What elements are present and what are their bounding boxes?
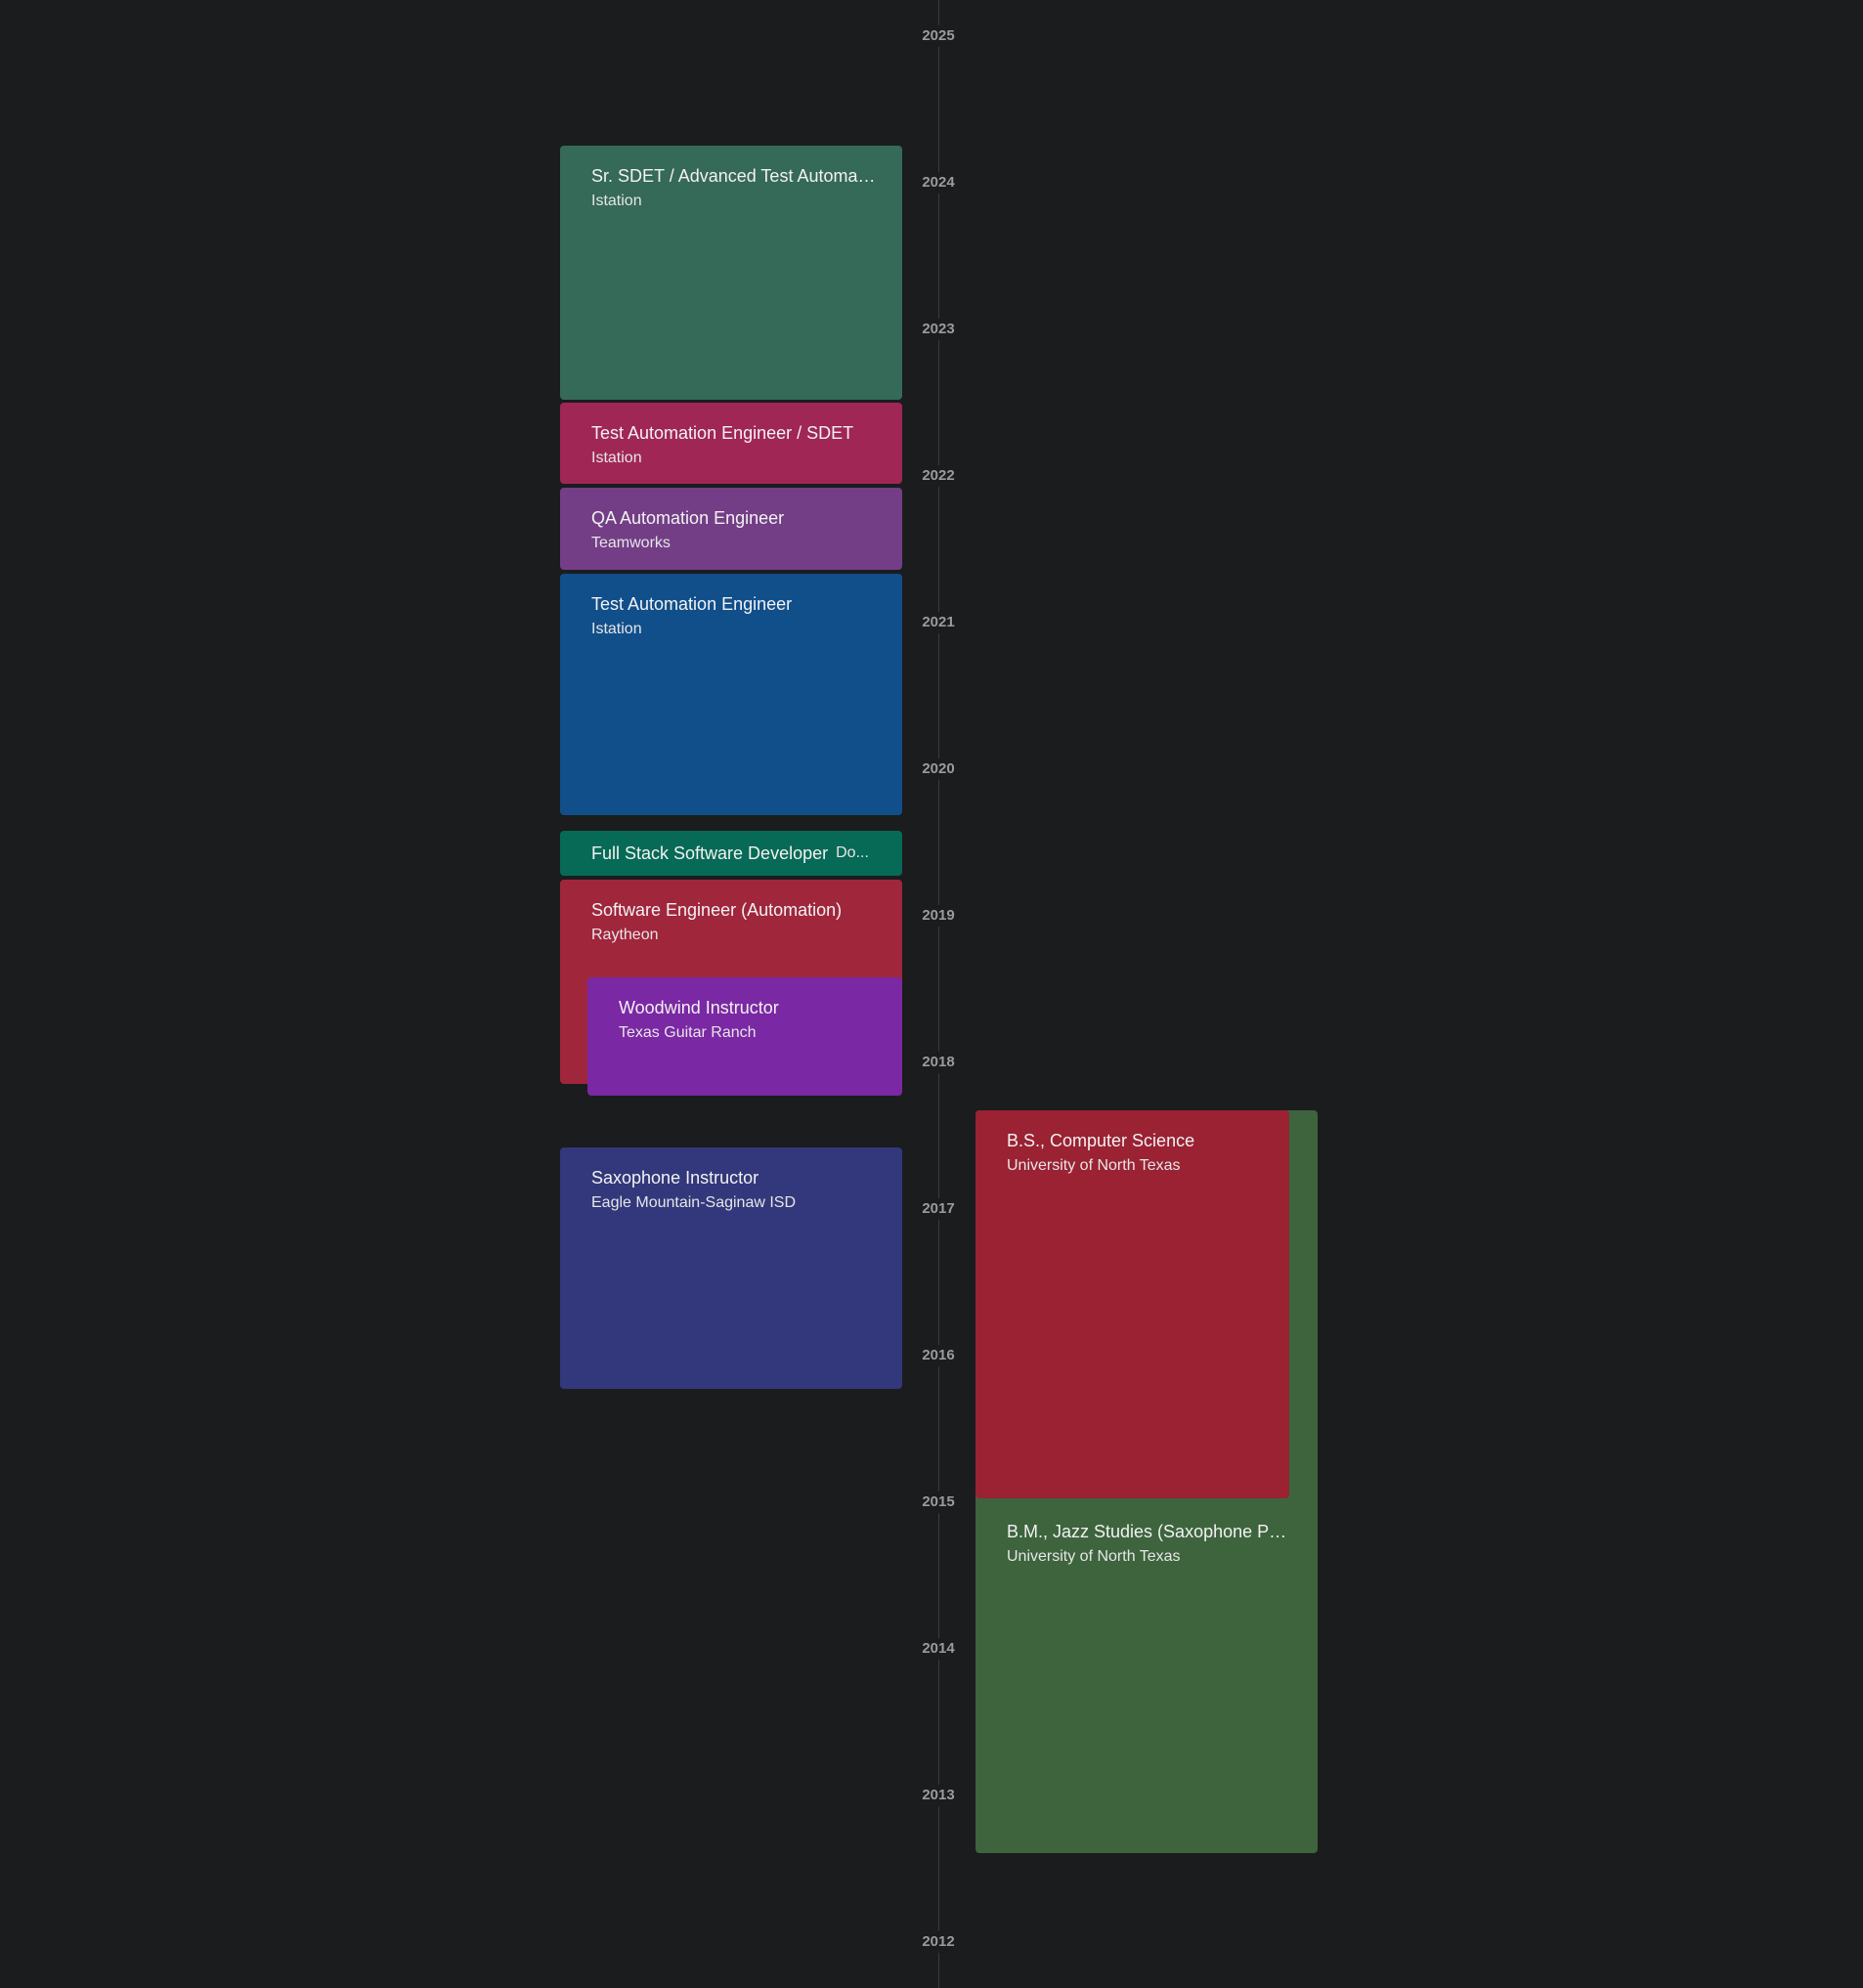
card-title: Test Automation Engineer / SDET — [591, 423, 854, 443]
year-label: 2019 — [909, 905, 968, 927]
card-organization: Istation — [591, 621, 642, 637]
year-label: 2021 — [909, 612, 968, 633]
card-title: Test Automation Engineer — [591, 594, 793, 614]
year-label: 2022 — [909, 465, 968, 487]
year-label: 2017 — [909, 1198, 968, 1220]
timeline-card-qa-automation[interactable]: QA Automation Engineer Teamworks — [560, 488, 902, 570]
card-title: Woodwind Instructor — [619, 998, 779, 1017]
year-label: 2024 — [909, 172, 968, 194]
timeline-card-bs-computer-science[interactable]: B.S., Computer Science University of Nor… — [975, 1110, 1289, 1498]
card-organization: Raytheon — [591, 927, 659, 943]
card-organization: University of North Texas — [1007, 1548, 1181, 1565]
card-title: Saxophone Instructor — [591, 1168, 759, 1188]
card-organization: University of North Texas — [1007, 1157, 1181, 1174]
timeline-card-full-stack-developer[interactable]: Full Stack Software Developer Do... — [560, 831, 902, 876]
card-title: Full Stack Software Developer — [591, 843, 829, 863]
year-label: 2023 — [909, 319, 968, 340]
year-label: 2014 — [909, 1638, 968, 1660]
year-label: 2015 — [909, 1491, 968, 1513]
timeline-card-sr-sdet[interactable]: Sr. SDET / Advanced Test Automation Engi… — [560, 146, 902, 400]
year-label: 2025 — [909, 25, 968, 47]
card-organization: Istation — [591, 450, 642, 466]
card-organization: Teamworks — [591, 535, 671, 551]
year-label: 2018 — [909, 1052, 968, 1073]
card-title: Sr. SDET / Advanced Test Automation Engi… — [591, 166, 879, 186]
card-title: B.M., Jazz Studies (Saxophone Performanc… — [1007, 1522, 1294, 1541]
card-organization: Texas Guitar Ranch — [619, 1024, 757, 1041]
year-label: 2020 — [909, 758, 968, 780]
card-organization: Eagle Mountain-Saginaw ISD — [591, 1194, 797, 1211]
card-title: B.S., Computer Science — [1007, 1131, 1195, 1150]
year-label: 2012 — [909, 1931, 968, 1953]
year-label: 2013 — [909, 1785, 968, 1806]
card-organization: Istation — [591, 193, 642, 209]
card-organization: Do... — [836, 844, 869, 861]
card-title: QA Automation Engineer — [591, 508, 785, 528]
timeline-card-test-automation-engineer[interactable]: Test Automation Engineer Istation — [560, 574, 902, 815]
timeline-card-woodwind-instructor[interactable]: Woodwind Instructor Texas Guitar Ranch — [587, 977, 902, 1096]
timeline-axis — [938, 0, 939, 1988]
year-label: 2016 — [909, 1345, 968, 1366]
timeline-card-test-automation-sdet[interactable]: Test Automation Engineer / SDET Istation — [560, 403, 902, 484]
card-title: Software Engineer (Automation) — [591, 900, 843, 920]
timeline-card-saxophone-instructor[interactable]: Saxophone Instructor Eagle Mountain-Sagi… — [560, 1147, 902, 1389]
